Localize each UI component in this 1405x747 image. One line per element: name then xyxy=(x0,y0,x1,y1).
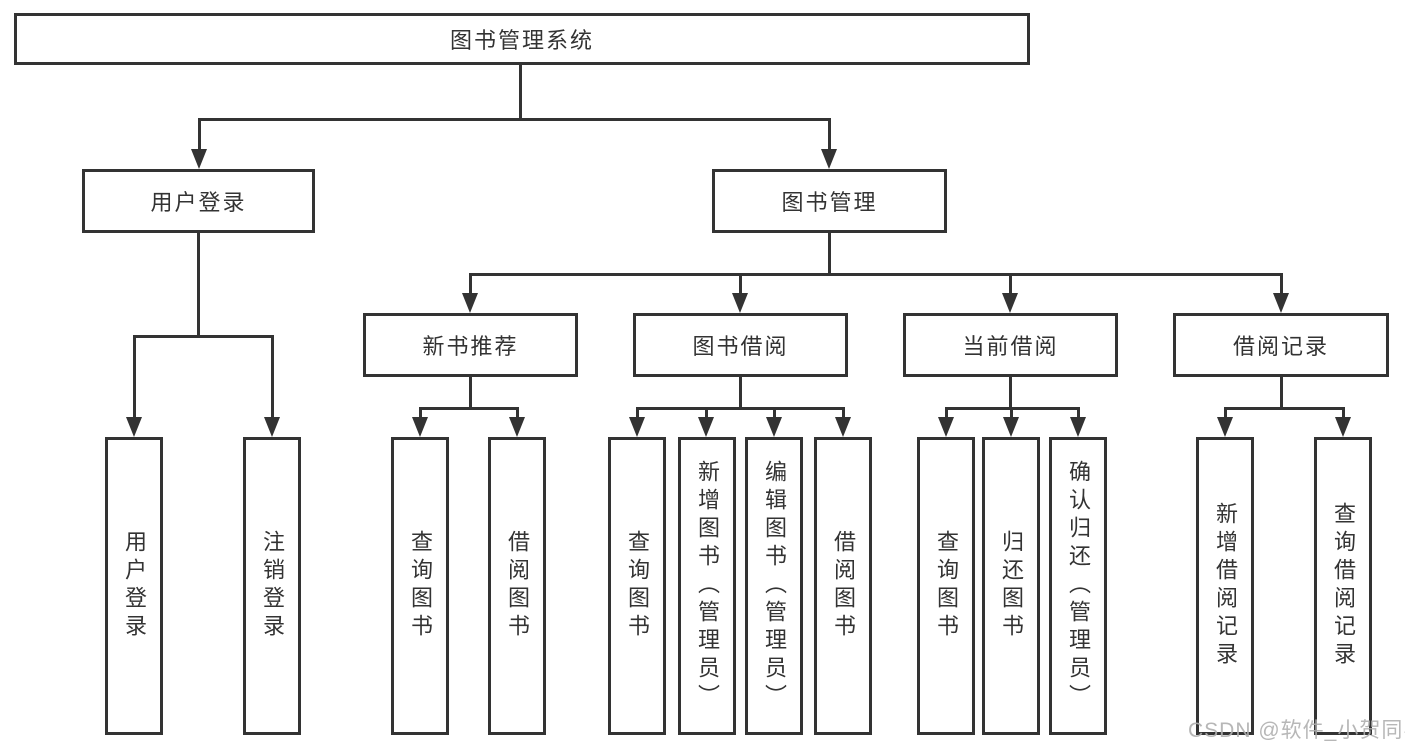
connector-drop-line xyxy=(827,118,831,149)
node-label: 图书管理系统 xyxy=(449,28,594,53)
connector-elbow-line xyxy=(635,407,845,410)
connector-trunk-line xyxy=(196,233,200,338)
arrow-down-icon xyxy=(821,149,837,169)
connector-drop-line xyxy=(1341,407,1345,417)
connector-elbow-line xyxy=(197,118,831,121)
connector-trunk-line xyxy=(827,233,831,276)
connector-drop-line xyxy=(1076,407,1080,417)
watermark: CSDN @软件_小贺同学 xyxy=(1188,719,1405,742)
leaf-label: 新增图书（管理员） xyxy=(695,460,720,712)
arrow-down-icon xyxy=(191,149,207,169)
leaf-label: 编辑图书（管理员） xyxy=(762,460,787,712)
leaf-query-books: 查询图书 xyxy=(391,437,449,735)
node-label: 新书推荐 xyxy=(422,334,519,359)
connector-drop-line xyxy=(841,407,845,417)
node-label: 图书借阅 xyxy=(692,334,789,359)
connector-trunk-line xyxy=(738,377,742,410)
arrow-down-icon xyxy=(1335,417,1351,437)
leaf-confirm-return-admin: 确认归还（管理员） xyxy=(1049,437,1107,735)
arrow-down-icon xyxy=(732,293,748,313)
arrow-down-icon xyxy=(766,417,782,437)
arrow-down-icon xyxy=(1003,417,1019,437)
connector-drop-line xyxy=(197,118,201,149)
leaf-label: 新增借阅记录 xyxy=(1213,502,1238,670)
connector-elbow-line xyxy=(468,273,1283,276)
leaf-add-borrow-record: 新增借阅记录 xyxy=(1196,437,1254,735)
connector-drop-line xyxy=(132,335,136,417)
node-root-system: 图书管理系统 xyxy=(14,13,1030,65)
node-label: 用户登录 xyxy=(150,190,247,215)
leaf-label: 查询图书 xyxy=(934,530,959,642)
leaf-label: 确认归还（管理员） xyxy=(1066,460,1091,712)
connector-trunk-line xyxy=(1008,377,1012,410)
connector-drop-line xyxy=(1008,273,1012,293)
connector-drop-line xyxy=(704,407,708,417)
leaf-logout: 注销登录 xyxy=(243,437,301,735)
leaf-query-books: 查询图书 xyxy=(608,437,666,735)
connector-drop-line xyxy=(468,273,472,293)
connector-trunk-line xyxy=(1279,377,1283,410)
connector-trunk-line xyxy=(518,65,522,121)
arrow-down-icon xyxy=(698,417,714,437)
node-label: 借阅记录 xyxy=(1232,334,1329,359)
connector-drop-line xyxy=(1279,273,1283,293)
connector-trunk-line xyxy=(468,377,472,410)
leaf-label: 借阅图书 xyxy=(505,530,530,642)
connector-elbow-line xyxy=(132,335,274,338)
arrow-down-icon xyxy=(1070,417,1086,437)
arrow-down-icon xyxy=(462,293,478,313)
leaf-edit-book-admin: 编辑图书（管理员） xyxy=(745,437,803,735)
leaf-label: 查询图书 xyxy=(625,530,650,642)
leaf-label: 用户登录 xyxy=(122,530,147,642)
leaf-user-login: 用户登录 xyxy=(105,437,163,735)
arrow-down-icon xyxy=(126,417,142,437)
node-label: 当前借阅 xyxy=(962,334,1059,359)
connector-drop-line xyxy=(270,335,274,417)
leaf-add-book-admin: 新增图书（管理员） xyxy=(678,437,736,735)
arrow-down-icon xyxy=(1002,293,1018,313)
node-label: 图书管理 xyxy=(781,190,878,215)
connector-drop-line xyxy=(515,407,519,417)
arrow-down-icon xyxy=(1273,293,1289,313)
arrow-down-icon xyxy=(1217,417,1233,437)
leaf-query-borrow-record: 查询借阅记录 xyxy=(1314,437,1372,735)
connector-drop-line xyxy=(418,407,422,417)
connector-drop-line xyxy=(1223,407,1227,417)
leaf-borrow-books: 借阅图书 xyxy=(814,437,872,735)
node-user-login: 用户登录 xyxy=(82,169,315,233)
node-borrowing-records: 借阅记录 xyxy=(1173,313,1389,377)
arrow-down-icon xyxy=(629,417,645,437)
connector-drop-line xyxy=(772,407,776,417)
leaf-label: 注销登录 xyxy=(260,530,285,642)
leaf-return-book: 归还图书 xyxy=(982,437,1040,735)
leaf-label: 查询借阅记录 xyxy=(1331,502,1356,670)
connector-elbow-line xyxy=(418,407,519,410)
leaf-query-books: 查询图书 xyxy=(917,437,975,735)
leaf-label: 归还图书 xyxy=(999,530,1024,642)
arrow-down-icon xyxy=(938,417,954,437)
node-new-book-recommendation: 新书推荐 xyxy=(363,313,578,377)
arrow-down-icon xyxy=(835,417,851,437)
connector-drop-line xyxy=(944,407,948,417)
connector-drop-line xyxy=(738,273,742,293)
arrow-down-icon xyxy=(509,417,525,437)
leaf-borrow-books: 借阅图书 xyxy=(488,437,546,735)
node-book-management: 图书管理 xyxy=(712,169,947,233)
leaf-label: 查询图书 xyxy=(408,530,433,642)
node-book-borrowing: 图书借阅 xyxy=(633,313,848,377)
leaf-label: 借阅图书 xyxy=(831,530,856,642)
connector-drop-line xyxy=(1009,407,1013,417)
arrow-down-icon xyxy=(412,417,428,437)
connector-drop-line xyxy=(635,407,639,417)
node-current-borrowing: 当前借阅 xyxy=(903,313,1118,377)
arrow-down-icon xyxy=(264,417,280,437)
connector-elbow-line xyxy=(1223,407,1345,410)
